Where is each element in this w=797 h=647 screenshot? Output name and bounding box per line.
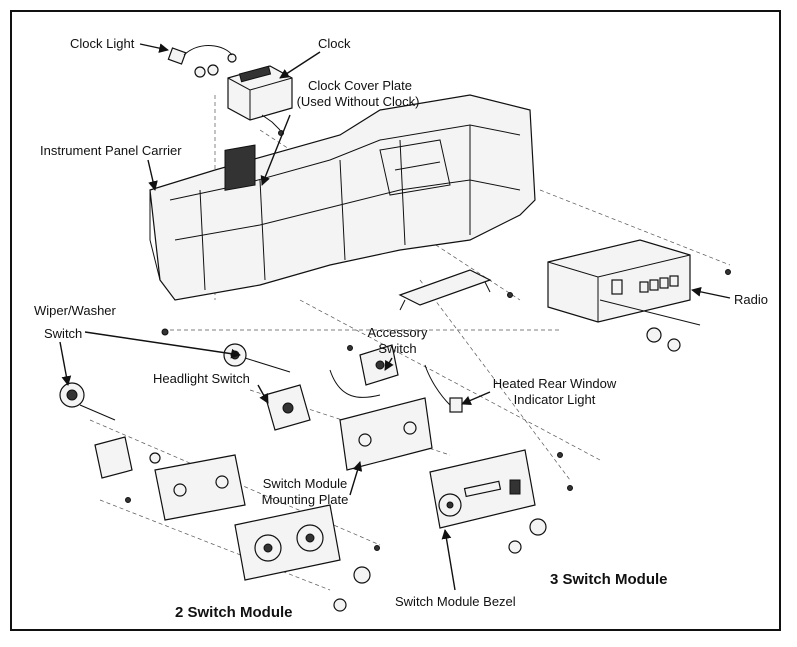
two-switch-mounting-plate-part <box>94 436 246 521</box>
accessory-switch-part <box>329 344 399 398</box>
headlight-rotary-part <box>223 343 291 373</box>
clock-light-part <box>167 45 237 78</box>
label-heated-rear-window-1: Heated Rear Window <box>492 376 617 391</box>
clock-part <box>227 65 293 131</box>
label-wiper-washer-2: Switch <box>44 326 83 341</box>
label-three-switch-module: 3 Switch Module <box>550 571 668 588</box>
wiper-washer-switch-part <box>59 382 116 421</box>
label-switch-module-mounting-plate-2: Mounting Plate <box>261 492 349 507</box>
headlight-switch-part <box>264 384 311 431</box>
three-switch-bezel-part <box>429 449 547 554</box>
label-headlight-switch: Headlight Switch <box>153 371 250 386</box>
label-wiper-washer-1: Wiper/Washer <box>34 303 116 318</box>
instrument-panel-carrier-part <box>149 94 536 301</box>
label-clock: Clock <box>318 36 351 51</box>
screws <box>125 130 731 551</box>
radio-part <box>547 239 701 352</box>
switch-module-mounting-plate-part <box>339 397 433 471</box>
label-two-switch-module: 2 Switch Module <box>175 604 293 621</box>
leader-lines <box>59 43 731 591</box>
label-heated-rear-window-2: Indicator Light <box>513 392 596 407</box>
label-accessory-switch-2: Switch <box>378 341 417 356</box>
label-instrument-panel-carrier: Instrument Panel Carrier <box>40 143 182 158</box>
diagram-frame <box>10 10 781 631</box>
label-clock-light: Clock Light <box>70 36 135 51</box>
heated-rear-window-light-part <box>424 364 463 413</box>
label-accessory-switch-1: Accessory <box>367 325 428 340</box>
label-switch-module-mounting-plate-1: Switch Module <box>262 476 348 491</box>
two-switch-bezel-part <box>234 504 371 612</box>
label-clock-cover-plate-2: (Used Without Clock) <box>296 94 420 109</box>
label-clock-cover-plate-1: Clock Cover Plate <box>307 78 413 93</box>
mounting-bracket-part <box>398 269 492 311</box>
label-radio: Radio <box>734 292 768 307</box>
label-switch-module-bezel: Switch Module Bezel <box>395 594 516 609</box>
